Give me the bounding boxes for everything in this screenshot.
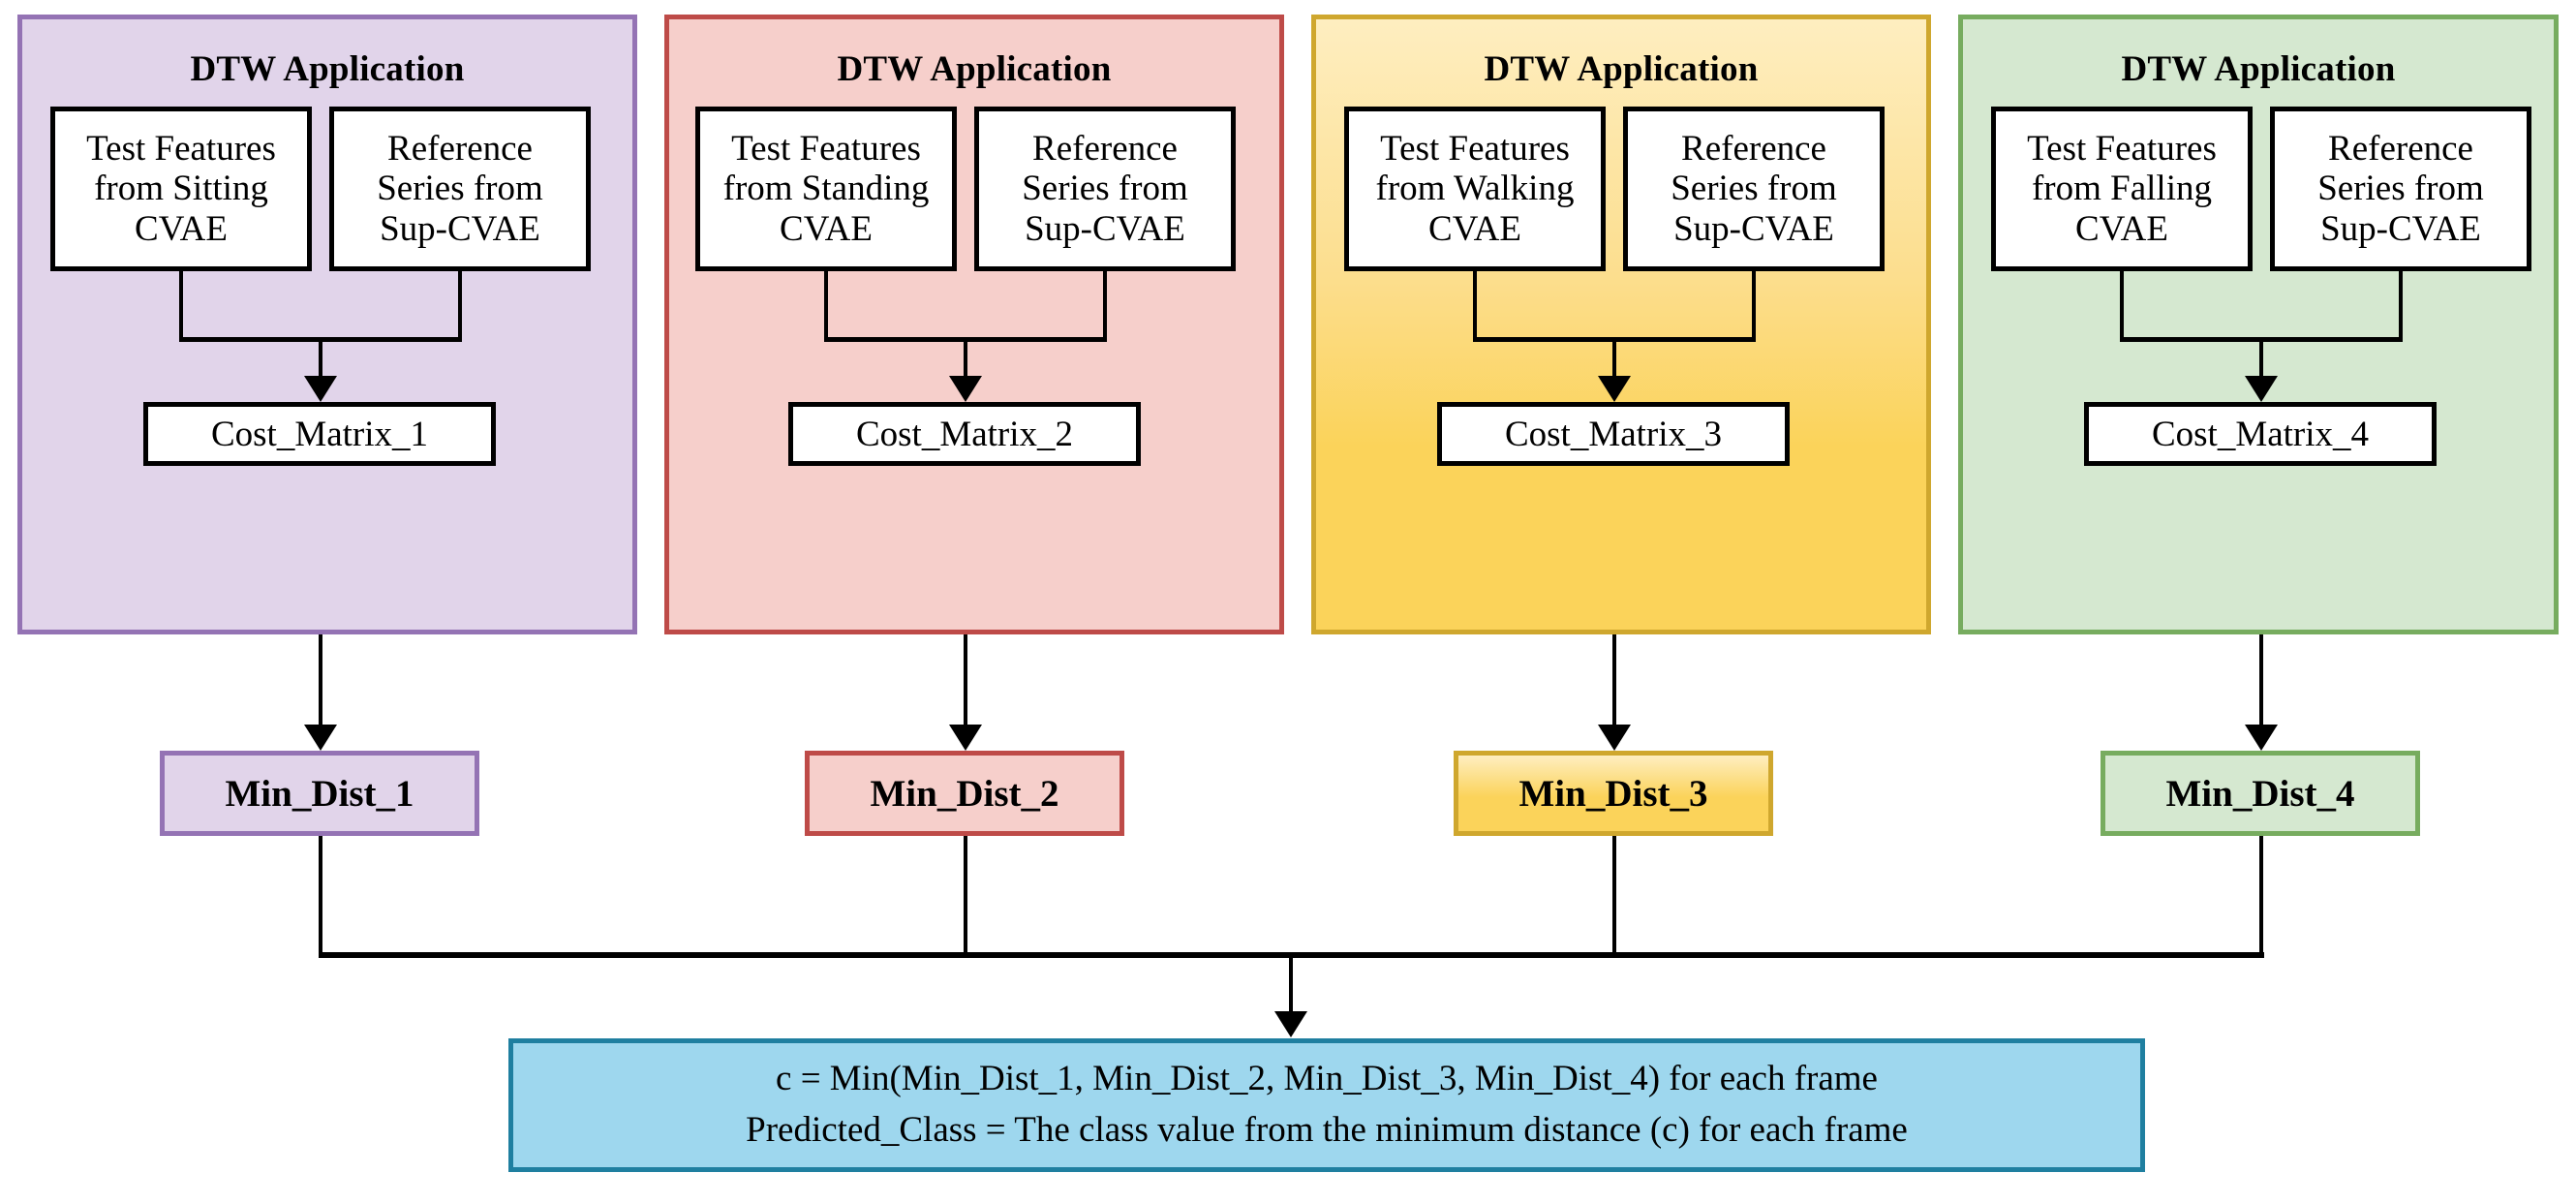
panel-4-reference-series-label: Reference Series from Sup-CVAE <box>2317 128 2484 249</box>
panel-2-min-dist-box: Min_Dist_2 <box>805 751 1124 836</box>
panel-1-to-mindist-line <box>319 634 322 731</box>
panel-4-connector-left-stem <box>2120 271 2124 341</box>
panel-3-test-features-label: Test Features from Walking CVAE <box>1375 128 1575 249</box>
panel-2-min-dist-label: Min_Dist_2 <box>870 772 1059 815</box>
panel-4-arrowhead-costmatrix <box>2245 376 2278 402</box>
merge-bus-to-final-line <box>1289 952 1293 1018</box>
panel-2-cost-matrix-box: Cost_Matrix_2 <box>788 402 1141 466</box>
panel-4-min-dist-box: Min_Dist_4 <box>2101 751 2420 836</box>
panel-2-connector-left-stem <box>824 271 828 341</box>
panel-2-arrowhead-mindist <box>949 725 982 751</box>
panel-4-cost-matrix-label: Cost_Matrix_4 <box>2151 414 2370 454</box>
panel-4-title: DTW Application <box>2121 49 2396 89</box>
panel-4-connector-right-stem <box>2399 271 2403 341</box>
panel-2-test-features-box: Test Features from Standing CVAE <box>695 107 957 271</box>
bus-drop-3 <box>1612 836 1616 954</box>
panel-3-reference-series-box: Reference Series from Sup-CVAE <box>1623 107 1885 271</box>
panel-4-arrowhead-mindist <box>2245 725 2278 751</box>
panel-2-title: DTW Application <box>837 49 1112 89</box>
panel-3-to-mindist-line <box>1612 634 1616 731</box>
panel-3-arrowhead-mindist <box>1598 725 1631 751</box>
panel-3-title: DTW Application <box>1484 49 1759 89</box>
panel-1-connector-right-stem <box>458 271 462 341</box>
final-formula-line-2: Predicted_Class = The class value from t… <box>746 1110 1908 1150</box>
panel-4-reference-series-box: Reference Series from Sup-CVAE <box>2270 107 2531 271</box>
panel-3-arrowhead-costmatrix <box>1598 376 1631 402</box>
panel-1-test-features-label: Test Features from Sitting CVAE <box>86 128 276 249</box>
panel-3-test-features-box: Test Features from Walking CVAE <box>1344 107 1606 271</box>
bus-drop-1 <box>319 836 322 954</box>
panel-4-cost-matrix-box: Cost_Matrix_4 <box>2084 402 2437 466</box>
panel-1-reference-series-box: Reference Series from Sup-CVAE <box>329 107 591 271</box>
panel-2-connector-right-stem <box>1103 271 1107 341</box>
panel-3-connector-down <box>1612 337 1616 384</box>
panel-1-reference-series-label: Reference Series from Sup-CVAE <box>377 128 543 249</box>
panel-1-min-dist-label: Min_Dist_1 <box>225 772 414 815</box>
panel-3-min-dist-label: Min_Dist_3 <box>1518 772 1708 815</box>
panel-2-arrowhead-costmatrix <box>949 376 982 402</box>
panel-1-cost-matrix-label: Cost_Matrix_1 <box>210 414 429 454</box>
panel-3-cost-matrix-label: Cost_Matrix_3 <box>1504 414 1723 454</box>
panel-1-arrowhead-mindist <box>304 725 337 751</box>
panel-2-reference-series-label: Reference Series from Sup-CVAE <box>1022 128 1188 249</box>
panel-1-min-dist-box: Min_Dist_1 <box>160 751 479 836</box>
panel-3-connector-right-stem <box>1752 271 1756 341</box>
panel-3-cost-matrix-box: Cost_Matrix_3 <box>1437 402 1790 466</box>
panel-4-test-features-label: Test Features from Falling CVAE <box>2027 128 2217 249</box>
panel-1-test-features-box: Test Features from Sitting CVAE <box>50 107 312 271</box>
panel-1-cost-matrix-box: Cost_Matrix_1 <box>143 402 496 466</box>
bus-drop-2 <box>964 836 967 954</box>
panel-2-test-features-label: Test Features from Standing CVAE <box>722 128 930 249</box>
panel-1-title: DTW Application <box>190 49 465 89</box>
panel-3-connector-left-stem <box>1473 271 1477 341</box>
panel-2-connector-down <box>964 337 967 384</box>
panel-2-to-mindist-line <box>964 634 967 731</box>
panel-2-reference-series-box: Reference Series from Sup-CVAE <box>974 107 1236 271</box>
panel-3-reference-series-label: Reference Series from Sup-CVAE <box>1671 128 1837 249</box>
panel-2-cost-matrix-label: Cost_Matrix_2 <box>855 414 1074 454</box>
panel-4-to-mindist-line <box>2259 634 2263 731</box>
panel-3-min-dist-box: Min_Dist_3 <box>1454 751 1773 836</box>
panel-1-arrowhead-costmatrix <box>304 376 337 402</box>
final-decision-box: c = Min(Min_Dist_1, Min_Dist_2, Min_Dist… <box>508 1038 2145 1172</box>
panel-1-connector-down <box>319 337 322 384</box>
final-formula-line-1: c = Min(Min_Dist_1, Min_Dist_2, Min_Dist… <box>776 1059 1878 1099</box>
bus-drop-4 <box>2259 836 2263 954</box>
panel-1-connector-left-stem <box>179 271 183 341</box>
arrowhead-final <box>1274 1011 1307 1037</box>
panel-4-min-dist-label: Min_Dist_4 <box>2165 772 2355 815</box>
panel-4-test-features-box: Test Features from Falling CVAE <box>1991 107 2253 271</box>
panel-4-connector-down <box>2259 337 2263 384</box>
